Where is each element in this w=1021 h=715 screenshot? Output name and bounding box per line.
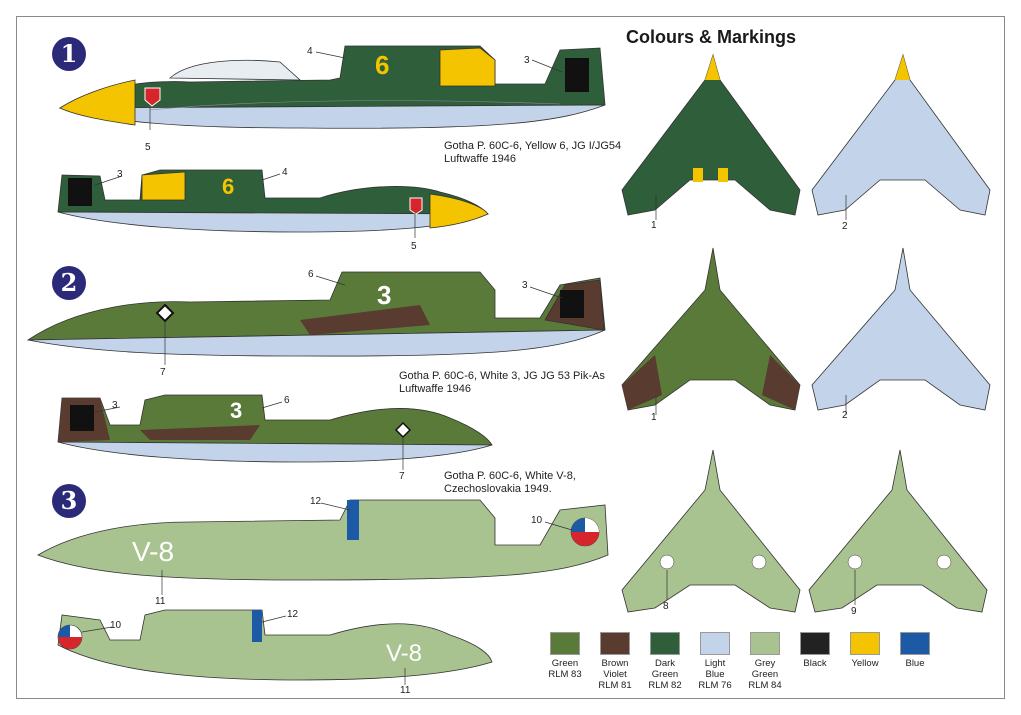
callout-7: 7 — [160, 367, 166, 378]
legend-item: Grey Green RLM 84 — [748, 632, 798, 691]
legend-chip — [850, 632, 880, 655]
callout-6: 6 — [284, 395, 290, 406]
callout-9: 9 — [851, 606, 857, 617]
callout-4: 4 — [307, 46, 313, 57]
scheme-3-caption: Gotha P. 60C-6, White V-8, Czechoslovaki… — [444, 470, 576, 495]
tail-marking-censored — [70, 405, 94, 431]
legend-item: Light Blue RLM 76 — [698, 632, 748, 691]
callout-3: 3 — [117, 169, 123, 180]
legend-label: Yellow — [851, 658, 879, 669]
legend-item: Black — [798, 632, 848, 669]
legend-label: Black — [803, 658, 827, 669]
callout-1: 1 — [651, 220, 657, 231]
scheme-badge-3: 3 — [52, 484, 86, 518]
callout-2: 2 — [842, 221, 848, 232]
scheme-badge-2: 2 — [52, 266, 86, 300]
code-yellow-6-right: 6 — [375, 50, 390, 80]
page-title: Colours & Markings — [626, 27, 797, 47]
callout-1: 1 — [651, 412, 657, 423]
plan-view-1-top — [621, 53, 801, 216]
scheme-3-side-left — [57, 609, 493, 681]
callout-11: 11 — [155, 596, 166, 607]
plan-view-2-bottom — [811, 53, 991, 216]
legend-label: Light Blue RLM 76 — [698, 658, 732, 691]
scheme-3-side-right — [37, 499, 609, 581]
callout-10: 10 — [110, 620, 122, 631]
legend-item: Blue — [898, 632, 948, 669]
callout-11: 11 — [400, 685, 411, 696]
scheme-1-caption: Gotha P. 60C-6, Yellow 6, JG I/JG54 Luft… — [444, 140, 622, 165]
legend-item: Brown Violet RLM 81 — [598, 632, 648, 691]
plan-view-3-top — [621, 247, 801, 411]
tail-marking-censored — [565, 58, 589, 92]
legend-chip — [650, 632, 680, 655]
callout-3: 3 — [524, 55, 530, 66]
callout-3: 3 — [522, 280, 528, 291]
code-white-v8-right: V-8 — [132, 536, 175, 567]
legend-chip — [900, 632, 930, 655]
legend-label: Brown Violet RLM 81 — [598, 658, 632, 691]
legend-label: Blue — [905, 658, 925, 669]
plan-view-6-bottom — [808, 449, 988, 613]
callout-2: 2 — [842, 410, 848, 421]
callout-6: 6 — [308, 269, 314, 280]
scheme-badge-1: 1 — [52, 37, 86, 71]
callout-leaders — [81, 51, 856, 685]
scheme-2-side-right — [26, 271, 606, 357]
legend-chip — [600, 632, 630, 655]
legend-chip — [700, 632, 730, 655]
code-white-v8-left: V-8 — [386, 640, 423, 667]
callout-10: 10 — [531, 515, 543, 526]
legend-item: Dark Green RLM 82 — [648, 632, 698, 691]
colour-legend: Green RLM 83 Brown Violet RLM 81 Dark Gr… — [548, 632, 948, 692]
legend-chip — [550, 632, 580, 655]
legend-label: Green RLM 83 — [548, 658, 582, 680]
scheme-2-caption: Gotha P. 60C-6, White 3, JG JG 53 Pik-As… — [399, 370, 605, 395]
callout-7: 7 — [399, 471, 405, 482]
callout-4: 4 — [282, 167, 288, 178]
callout-3: 3 — [112, 400, 118, 411]
tail-marking-censored — [560, 290, 584, 318]
legend-item: Green RLM 83 — [548, 632, 598, 680]
legend-chip — [800, 632, 830, 655]
sheet-frame — [16, 16, 1005, 699]
callout-5: 5 — [411, 241, 417, 252]
callout-5: 5 — [145, 142, 151, 153]
code-yellow-6-left: 6 — [222, 174, 235, 199]
code-white-3-left: 3 — [230, 398, 243, 423]
legend-label: Dark Green RLM 82 — [648, 658, 682, 691]
plan-view-4-bottom — [811, 247, 991, 411]
scheme-1-side-left — [57, 169, 489, 233]
legend-label: Grey Green RLM 84 — [748, 658, 782, 691]
legend-chip — [750, 632, 780, 655]
legend-item: Yellow — [848, 632, 898, 669]
tail-marking-censored — [68, 178, 92, 206]
scheme-2-side-left — [57, 394, 493, 463]
callout-12: 12 — [287, 609, 299, 620]
code-white-3-right: 3 — [377, 280, 392, 310]
callout-8: 8 — [663, 601, 669, 612]
callout-12: 12 — [310, 496, 322, 507]
scheme-1-side-right — [58, 45, 606, 129]
plan-view-5-top — [621, 449, 801, 613]
